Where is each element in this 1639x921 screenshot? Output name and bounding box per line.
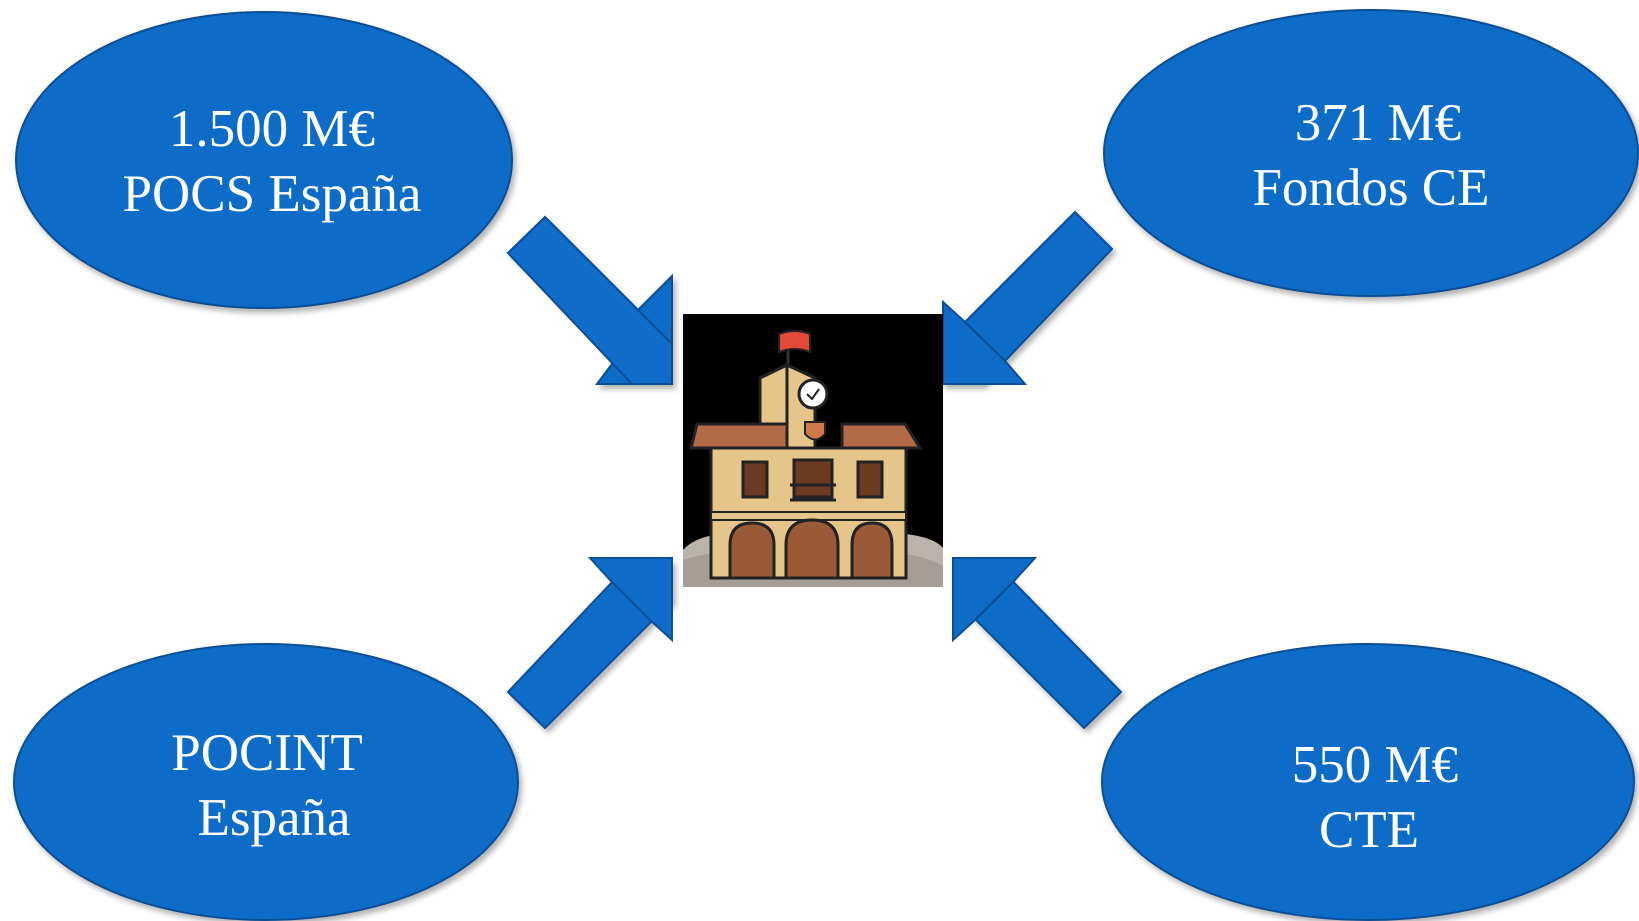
node-bottom-left-line1: POCINT [171,724,362,782]
node-top-right-label: Fondos CE [1252,159,1489,217]
node-bottom-left: POCINT España [13,643,519,921]
town-hall-icon [683,314,943,587]
arrow-bottom-right-head [952,557,1038,643]
node-top-left-amount: 1.500 M€ [169,100,375,158]
node-top-left-label: POCS España [123,165,422,223]
node-bottom-right: 550 M€ CTE [1101,643,1635,921]
node-bottom-left-line2: España [197,789,350,847]
arrow-top-left-fix [506,215,673,385]
node-bottom-right-amount: 550 M€ [1292,736,1458,794]
node-top-right: 371 M€ Fondos CE [1103,9,1639,297]
node-bottom-right-label: CTE [1319,801,1419,859]
node-top-right-amount: 371 M€ [1295,94,1461,152]
arrow-bottom-left-head [587,557,673,643]
node-top-left: 1.500 M€ POCS España [15,11,513,309]
